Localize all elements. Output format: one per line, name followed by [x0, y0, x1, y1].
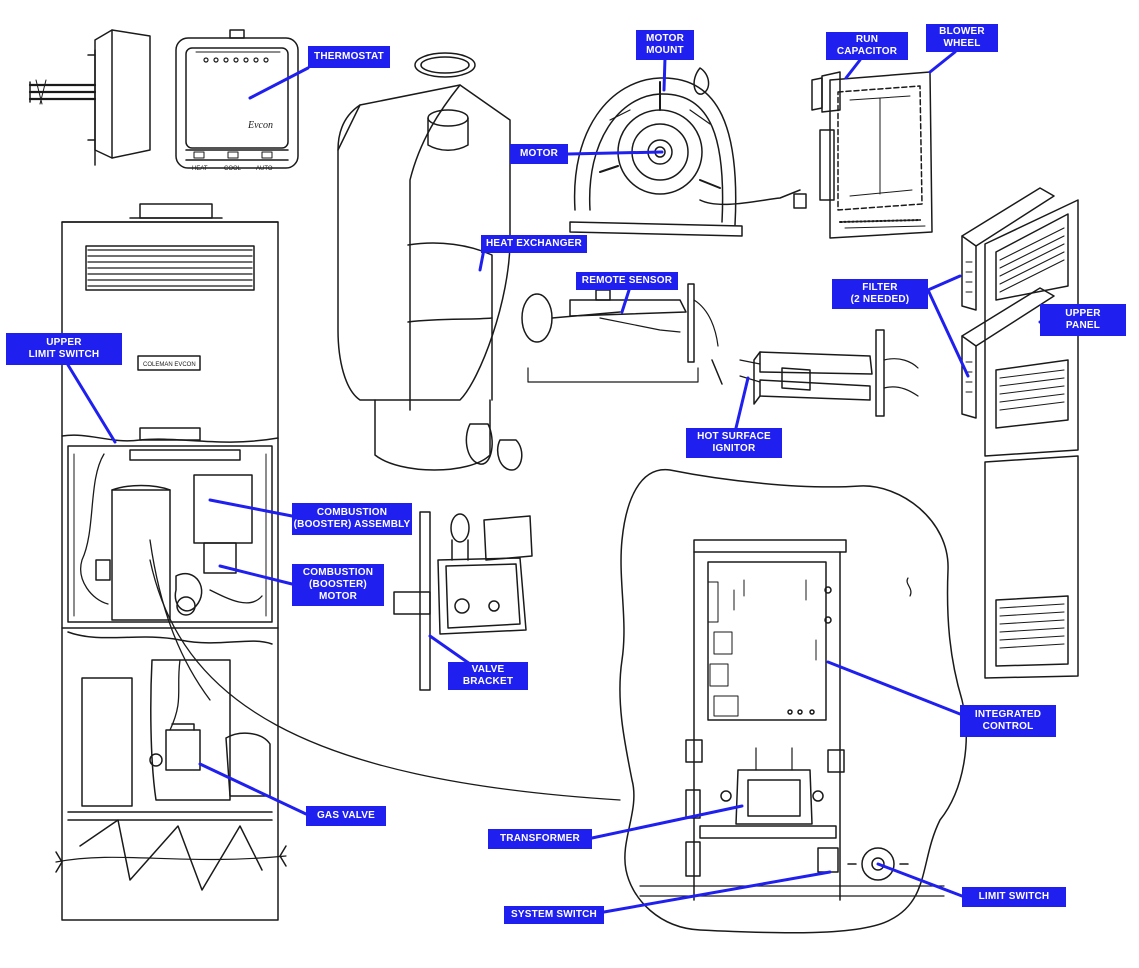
label-line: (BOOSTER) ASSEMBLY [293, 519, 411, 530]
label-line: SYSTEM SWITCH [511, 909, 597, 920]
label-line: (BOOSTER) [309, 579, 367, 590]
filter-drawing [961, 187, 1055, 419]
leader-gas-valve [198, 762, 308, 816]
label-line: COMBUSTION [316, 507, 388, 518]
label-line: BLOWER [939, 26, 985, 37]
label-thermostat: THERMOSTAT [308, 46, 390, 68]
leader-lines [66, 50, 1072, 914]
furnace-cabinet [55, 203, 287, 921]
label-line: FILTER [862, 282, 898, 293]
leader-transformer [590, 804, 744, 840]
label-transformer: TRANSFORMER [488, 829, 592, 849]
valve-bracket-drawing [393, 511, 533, 691]
label-line: CONTROL [982, 721, 1034, 732]
label-line: VALVE [471, 664, 505, 675]
leader-hot-surface-ignitor [734, 376, 750, 430]
label-line: (2 NEEDED) [850, 294, 910, 305]
label-line: HOT SURFACE [697, 431, 771, 442]
leader-motor-mount [662, 56, 667, 92]
leader-combustion-motor [218, 564, 294, 586]
leader-remote-sensor [620, 285, 632, 314]
hot-surface-ignitor-drawing [739, 329, 919, 417]
thermostat-heat-text: HEAT [192, 166, 208, 172]
thermostat-auto-text: AUTO [256, 166, 273, 172]
label-line: WHEEL [943, 38, 981, 49]
thermostat-side-view [28, 29, 151, 166]
label-motor: MOTOR [510, 144, 568, 164]
control-detail-bubble [619, 469, 967, 934]
label-line: HEAT EXCHANGER [486, 238, 582, 249]
label-line: INTEGRATED [974, 709, 1042, 720]
leader-integrated-control [826, 660, 962, 716]
leader-limit-switch [876, 862, 964, 898]
leader-system-switch [602, 870, 832, 914]
label-line: THERMOSTAT [314, 51, 384, 62]
label-line: RUN [855, 34, 879, 45]
label-line: PANEL [1065, 320, 1101, 331]
label-line: MOTOR [645, 33, 685, 44]
label-line: MOTOR [318, 591, 358, 602]
label-line: MOTOR [519, 148, 559, 159]
label-filter: FILTER(2 NEEDED) [832, 279, 928, 309]
label-system-switch: SYSTEM SWITCH [504, 906, 604, 924]
label-line: LIMIT SWITCH [978, 891, 1050, 902]
label-line: UPPER [46, 337, 82, 348]
leader-run-capacitor [844, 58, 862, 80]
label-line: BRACKET [462, 676, 514, 687]
label-combustion-motor: COMBUSTION(BOOSTER)MOTOR [292, 564, 384, 606]
leader-combustion-assembly [208, 498, 294, 518]
label-line: REMOTE SENSOR [581, 275, 673, 286]
leader-motor [566, 150, 664, 156]
remote-sensor-drawing [521, 283, 723, 385]
furnace-nameplate-text: COLEMAN EVCON [143, 362, 196, 368]
thermostat-brand-text: Evcon [247, 120, 273, 131]
leader-blower-wheel [928, 50, 957, 74]
label-line: LIMIT SWITCH [28, 349, 100, 360]
leader-thermostat [248, 66, 310, 100]
label-gas-valve: GAS VALVE [306, 806, 386, 826]
label-combustion-assembly: COMBUSTION(BOOSTER) ASSEMBLY [292, 503, 412, 535]
leader-valve-bracket [428, 634, 472, 666]
leader-filter-upper [926, 274, 962, 292]
label-line: CAPACITOR [836, 46, 898, 57]
label-heat-exchanger: HEAT EXCHANGER [481, 235, 587, 253]
upper-panel-drawing [984, 199, 1079, 679]
label-limit-switch: LIMIT SWITCH [962, 887, 1066, 907]
thermostat-front-view [175, 29, 299, 169]
label-line: MOUNT [646, 45, 684, 56]
label-line: TRANSFORMER [500, 833, 580, 844]
heat-exchanger-drawing [337, 52, 523, 471]
thermostat-cool-text: COOL [224, 166, 242, 172]
label-line: COMBUSTION [302, 567, 374, 578]
blower-wheel-drawing [811, 71, 933, 239]
label-line: GAS VALVE [316, 810, 376, 821]
leader-upper-limit-switch [66, 363, 117, 444]
leader-filter-lower [926, 288, 970, 378]
label-remote-sensor: REMOTE SENSOR [576, 272, 678, 290]
label-line: UPPER [1065, 308, 1101, 319]
label-line: IGNITOR [712, 443, 756, 454]
